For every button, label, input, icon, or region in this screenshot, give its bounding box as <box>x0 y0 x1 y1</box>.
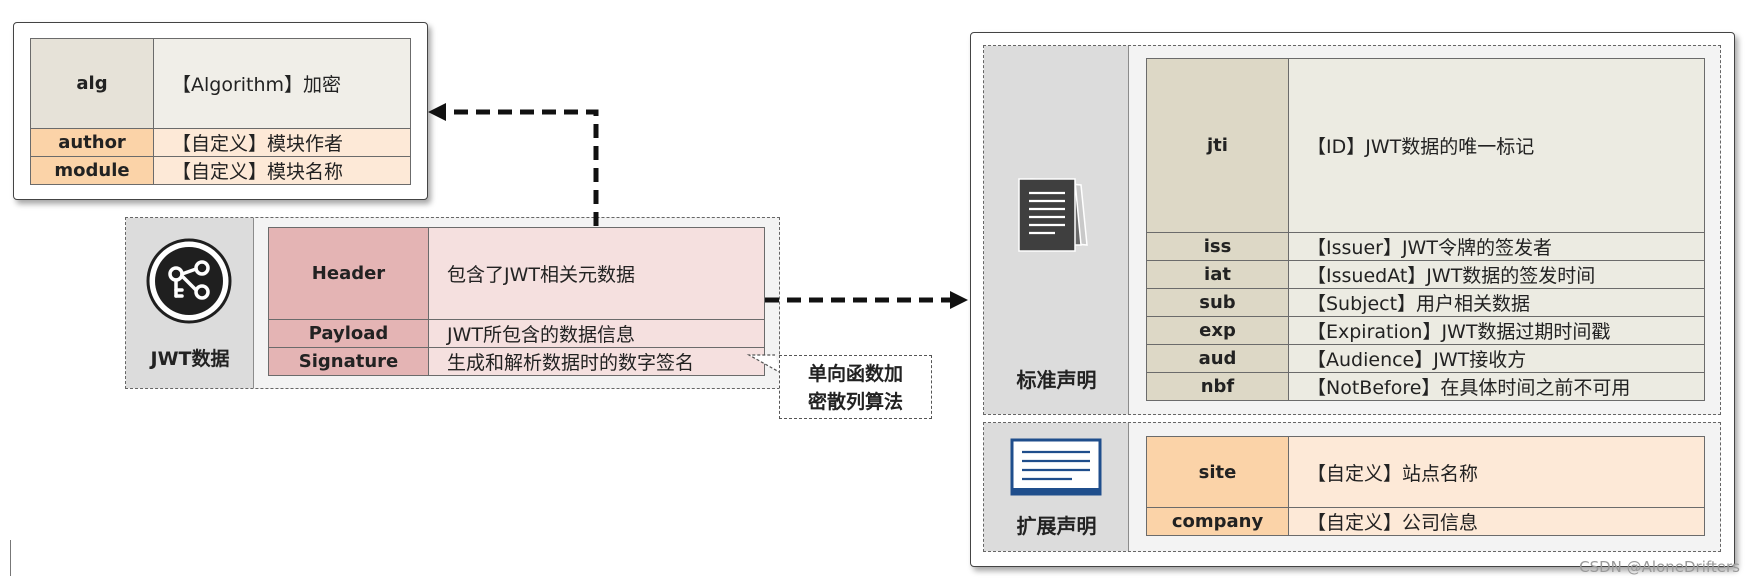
table-row: company 【自定义】公司信息 <box>1146 507 1705 536</box>
edge-marker <box>10 540 11 576</box>
table-row: Signature 生成和解析数据时的数字签名 <box>268 347 765 376</box>
claim-value: 【NotBefore】在具体时间之前不可用 <box>1288 372 1705 401</box>
jwt-part-value: JWT所包含的数据信息 <box>428 319 765 348</box>
claim-value: 【Algorithm】加密 <box>153 38 411 129</box>
callout-pointer <box>746 354 782 374</box>
jwt-parts-table: Header 包含了JWT相关元数据 Payload JWT所包含的数据信息 S… <box>268 227 765 376</box>
claim-key: aud <box>1146 344 1289 373</box>
claim-value: 【IssuedAt】JWT数据的签发时间 <box>1288 260 1705 289</box>
table-row: nbf 【NotBefore】在具体时间之前不可用 <box>1146 372 1705 401</box>
table-row: module 【自定义】模块名称 <box>30 156 411 185</box>
claim-key: nbf <box>1146 372 1289 401</box>
table-row: author 【自定义】模块作者 <box>30 128 411 157</box>
claim-key: sub <box>1146 288 1289 317</box>
table-row: site 【自定义】站点名称 <box>1146 436 1705 508</box>
callout-line: 密散列算法 <box>807 391 903 413</box>
claim-value: 【自定义】模块名称 <box>153 156 411 185</box>
claim-key: iss <box>1146 232 1289 261</box>
table-row: sub 【Subject】用户相关数据 <box>1146 288 1705 317</box>
claim-value: 【自定义】模块作者 <box>153 128 411 157</box>
callout-line: 单向函数加 <box>807 363 903 385</box>
header-claims-table: alg 【Algorithm】加密 author 【自定义】模块作者 modul… <box>30 38 411 185</box>
documents-stack-icon <box>1015 175 1095 257</box>
claim-value: 【自定义】站点名称 <box>1288 436 1705 508</box>
extended-claims-table: site 【自定义】站点名称 company 【自定义】公司信息 <box>1146 436 1705 536</box>
jwt-part-value: 生成和解析数据时的数字签名 <box>428 347 765 376</box>
table-row: exp 【Expiration】JWT数据过期时间戳 <box>1146 316 1705 345</box>
claim-key: exp <box>1146 316 1289 345</box>
table-row: jti 【ID】JWT数据的唯一标记 <box>1146 58 1705 233</box>
jwt-part-key: Header <box>268 227 429 320</box>
table-row: aud 【Audience】JWT接收方 <box>1146 344 1705 373</box>
watermark: CSDN @AloneDrifters <box>1579 558 1740 576</box>
claim-key: company <box>1146 507 1289 536</box>
table-row: iat 【IssuedAt】JWT数据的签发时间 <box>1146 260 1705 289</box>
claim-key: module <box>30 156 154 185</box>
claim-key: jti <box>1146 58 1289 233</box>
jwt-label: JWT数据 <box>150 348 230 370</box>
claim-key: alg <box>30 38 154 129</box>
standard-claims-label: 标准声明 <box>1016 368 1097 392</box>
claim-value: 【Audience】JWT接收方 <box>1288 344 1705 373</box>
signature-callout: 单向函数加 密散列算法 <box>779 355 932 419</box>
table-row: iss 【Issuer】JWT令牌的签发者 <box>1146 232 1705 261</box>
claim-value: 【Subject】用户相关数据 <box>1288 288 1705 317</box>
claim-value: 【ID】JWT数据的唯一标记 <box>1288 58 1705 233</box>
claim-value: 【Issuer】JWT令牌的签发者 <box>1288 232 1705 261</box>
table-row: alg 【Algorithm】加密 <box>30 38 411 129</box>
claim-key: iat <box>1146 260 1289 289</box>
jwt-part-value: 包含了JWT相关元数据 <box>428 227 765 320</box>
claim-value: 【自定义】公司信息 <box>1288 507 1705 536</box>
jwt-part-key: Signature <box>268 347 429 376</box>
standard-claims-table: jti 【ID】JWT数据的唯一标记 iss 【Issuer】JWT令牌的签发者… <box>1146 58 1705 401</box>
text-card-icon <box>1010 438 1102 496</box>
extended-claims-label: 扩展声明 <box>1016 514 1097 538</box>
table-row: Header 包含了JWT相关元数据 <box>268 227 765 320</box>
jwt-icon <box>146 238 232 324</box>
claim-value: 【Expiration】JWT数据过期时间戳 <box>1288 316 1705 345</box>
claim-key: site <box>1146 436 1289 508</box>
